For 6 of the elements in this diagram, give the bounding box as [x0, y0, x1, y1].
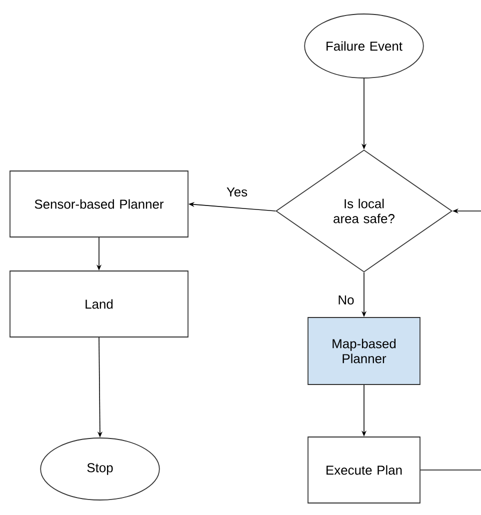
process-box: Land [10, 270, 188, 338]
edge-label: Yes [225, 186, 249, 198]
process-box: Map-based Planner [308, 317, 420, 385]
process-box: Sensor-based Planner [10, 170, 188, 238]
process-box: Execute Plan [308, 436, 420, 504]
edge-label: No [336, 294, 356, 306]
